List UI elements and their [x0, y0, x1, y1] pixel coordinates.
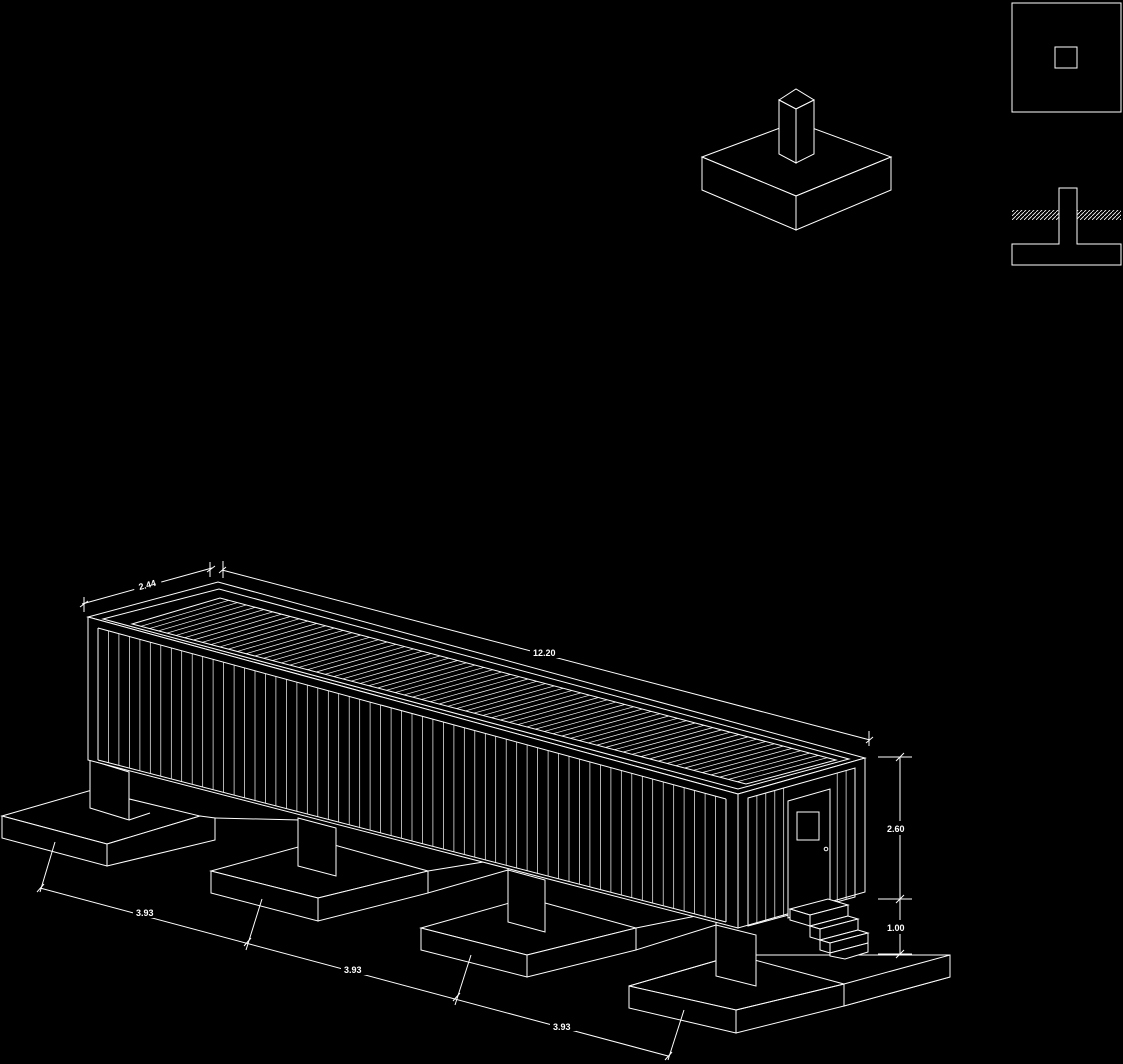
- roof-corrugation: [140, 599, 828, 783]
- dim-spacing-2-label: 3.93: [344, 965, 362, 975]
- dim-plinth-label: 1.00: [887, 923, 905, 933]
- dim-spacing-3-label: 3.93: [553, 1022, 571, 1032]
- footing-detail-plan: [1011, 2, 1122, 113]
- footing-detail-isometric: [700, 88, 893, 231]
- dim-height-label: 2.60: [887, 824, 905, 834]
- container-door: [787, 788, 831, 919]
- dim-length-label: 12.20: [533, 648, 556, 658]
- entry-stairs: [788, 898, 870, 960]
- dimension-lines: [36, 561, 912, 1061]
- dimension-labels: 2.44 12.20 2.60 1.00 3.93 3.93 3.93: [132, 574, 905, 1032]
- footing-2: [209, 817, 509, 922]
- footing-1: [0, 759, 301, 867]
- dim-spacing-1-label: 3.93: [136, 908, 154, 918]
- end-corrugation: [756, 770, 847, 924]
- dim-width-label: 2.44: [138, 578, 158, 592]
- side-corrugation: [108, 630, 716, 920]
- footing-detail-section: [1011, 187, 1122, 266]
- footing-4: [628, 924, 951, 1034]
- container-body: [86, 581, 870, 960]
- footings: [0, 759, 951, 1034]
